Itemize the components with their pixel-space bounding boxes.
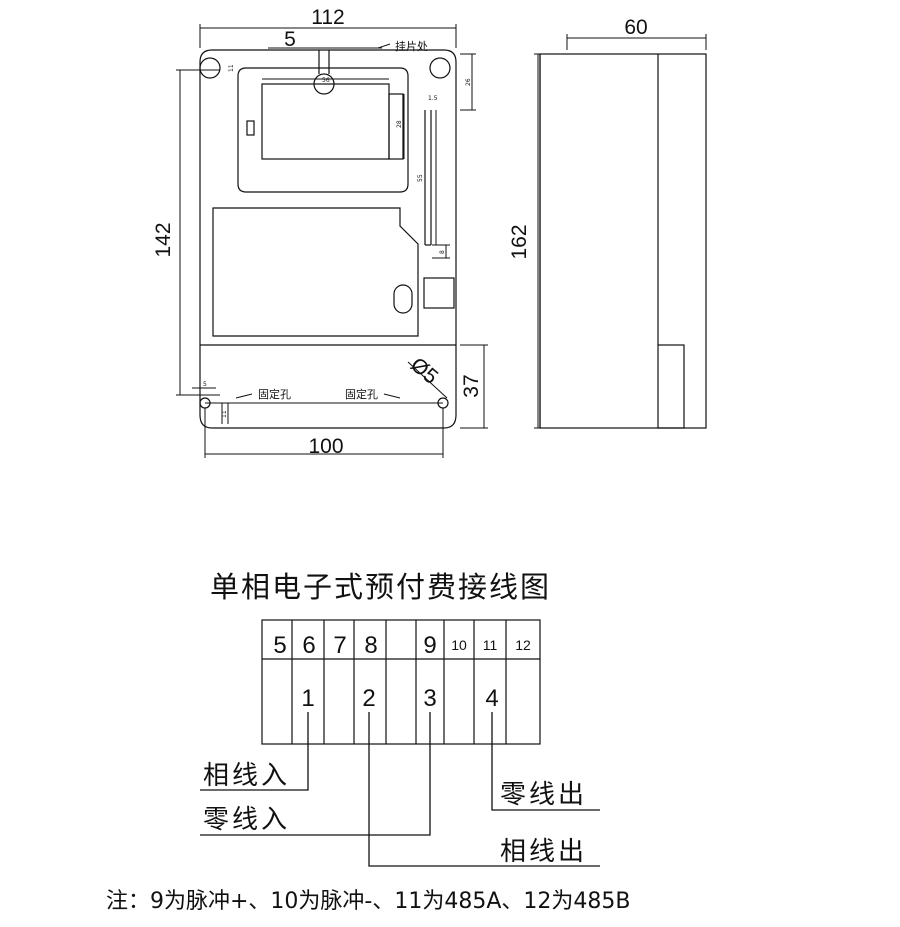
dim-tab-width: 5 bbox=[284, 28, 296, 51]
dim-hole-bottom: 11 bbox=[221, 410, 228, 418]
terminal-block bbox=[261, 619, 541, 745]
terminal-1: 1 bbox=[301, 685, 314, 712]
dim-bottom-section: 37 bbox=[460, 374, 483, 397]
tab-location-label: 挂片处 bbox=[395, 39, 428, 53]
side-dimension-lines bbox=[534, 34, 707, 429]
dim-hole-edge: 5 bbox=[203, 381, 207, 388]
dim-height-side: 162 bbox=[508, 224, 531, 259]
wiring-title: 单相电子式预付费接线图 bbox=[210, 570, 551, 604]
terminal-9: 9 bbox=[423, 632, 436, 659]
terminal-8: 8 bbox=[364, 632, 377, 659]
wiring-note: 注：9为脉冲+、10为脉冲-、11为485A、12为485B bbox=[106, 889, 630, 914]
dim-right-offset: 26 bbox=[465, 78, 472, 86]
left-hole-label: 固定孔 bbox=[258, 387, 291, 401]
dim-depth-side: 60 bbox=[624, 16, 647, 39]
label-neutral-in: 零线入 bbox=[203, 805, 290, 835]
terminal-12: 12 bbox=[515, 637, 531, 653]
dim-window-height: 28 bbox=[396, 120, 403, 128]
terminal-3: 3 bbox=[423, 685, 436, 712]
dim-slot-length: 55 bbox=[417, 174, 424, 182]
front-dimension-lines bbox=[176, 24, 488, 458]
dim-hole-diameter: Ø5 bbox=[406, 353, 442, 389]
terminal-2: 2 bbox=[362, 685, 375, 712]
dim-slot-small: 8 bbox=[439, 250, 446, 254]
wiring-lines bbox=[200, 712, 600, 867]
label-phase-in: 相线入 bbox=[203, 761, 290, 791]
dim-hole-spacing: 100 bbox=[308, 435, 343, 458]
top-terminal-labels: 5 6 7 8 9 10 11 12 bbox=[273, 632, 531, 659]
dim-slot-top: 1.5 bbox=[428, 95, 438, 102]
right-hole-label: 固定孔 bbox=[345, 387, 378, 401]
terminal-11: 11 bbox=[483, 637, 498, 653]
dim-tab-offset: 11 bbox=[228, 64, 235, 72]
dim-width-top: 112 bbox=[311, 6, 344, 29]
terminal-6: 6 bbox=[302, 632, 315, 659]
label-phase-out: 相线出 bbox=[500, 837, 587, 867]
dim-height-left: 142 bbox=[152, 222, 175, 257]
bottom-terminal-labels: 1 2 3 4 bbox=[301, 685, 498, 712]
terminal-5: 5 bbox=[273, 632, 286, 659]
terminal-4: 4 bbox=[485, 685, 498, 712]
side-view bbox=[539, 53, 707, 429]
terminal-10: 10 bbox=[451, 637, 467, 653]
dim-window-width: 56 bbox=[322, 77, 330, 84]
terminal-7: 7 bbox=[333, 632, 346, 659]
label-neutral-out: 零线出 bbox=[500, 780, 587, 810]
